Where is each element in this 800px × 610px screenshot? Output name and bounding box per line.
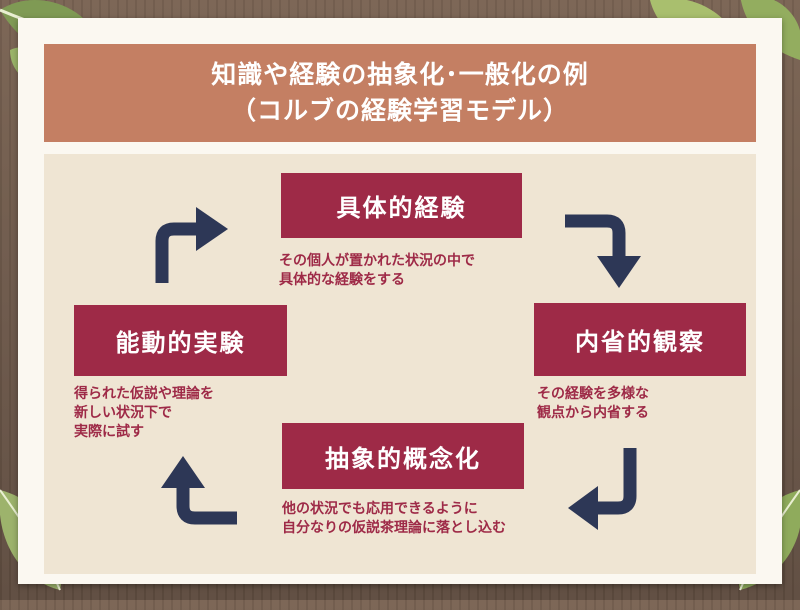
title-line-2: （コルブの経験学習モデル）: [230, 96, 569, 125]
stage-abstract-conceptualization-desc: 他の状況でも応用できるように 自分なりの仮説茶理論に落とし込む: [282, 500, 506, 538]
desc-line: 実際に試す: [74, 424, 144, 440]
desc-line: 新しい状況下で: [74, 405, 172, 421]
stage-concrete-experience: 具体的経験: [281, 173, 522, 238]
stage-active-experimentation: 能動的実験: [74, 305, 287, 376]
stage-reflective-observation: 内省的観察: [534, 303, 746, 376]
stage-reflective-observation-desc: その経験を多様な 観点から内省する: [537, 385, 649, 423]
desc-line: 具体的な経験をする: [279, 272, 405, 288]
title-line-1: 知識や経験の抽象化･一般化の例: [211, 60, 589, 89]
stage-abstract-conceptualization: 抽象的概念化: [282, 423, 524, 489]
desc-line: 他の状況でも応用できるように: [282, 501, 478, 517]
desc-line: 観点から内省する: [537, 405, 649, 421]
curved-arrow-icon: [568, 448, 637, 530]
desc-line: その個人が置かれた状況の中で: [279, 253, 475, 269]
desc-line: その経験を多様な: [537, 386, 649, 402]
curved-arrow-icon: [155, 207, 228, 283]
desc-line: 自分なりの仮説茶理論に落とし込む: [282, 520, 506, 536]
stage-concrete-experience-desc: その個人が置かれた状況の中で 具体的な経験をする: [279, 252, 475, 290]
stage-active-experimentation-desc: 得られた仮説や理論を 新しい状況下で 実際に試す: [74, 385, 214, 442]
desc-line: 得られた仮説や理論を: [74, 386, 214, 402]
title-bar: 知識や経験の抽象化･一般化の例 （コルブの経験学習モデル）: [44, 44, 756, 142]
curved-arrow-icon: [161, 456, 237, 525]
curved-arrow-icon: [565, 214, 641, 288]
